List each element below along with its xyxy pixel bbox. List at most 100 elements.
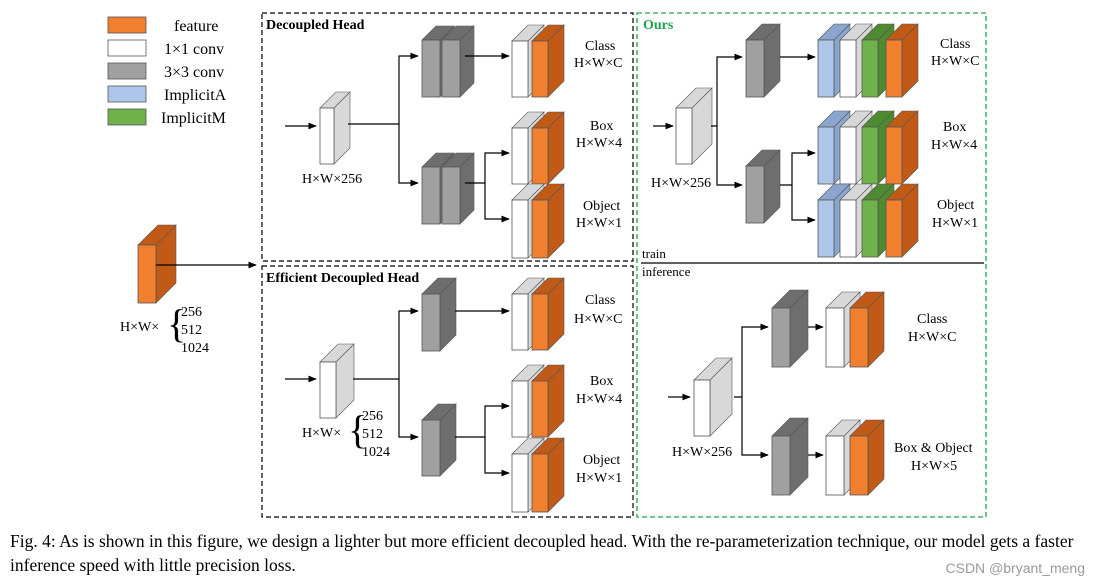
legend-label-3x3-conv: 3×3 conv xyxy=(164,64,224,81)
conv3x3-block xyxy=(771,417,809,496)
legend-label-implicitm: ImplicitM xyxy=(161,110,226,127)
conv3x3-block xyxy=(421,277,457,352)
feature-block xyxy=(531,111,565,185)
edh-out-box-shape: H×W×4 xyxy=(576,392,622,407)
ours-train-arrow-reg xyxy=(716,126,743,189)
ours-train-obj-name: Object xyxy=(937,198,974,213)
input-brace: { xyxy=(167,301,186,346)
ours-train-arrow-obj xyxy=(791,185,816,224)
legend: feature 1×1 conv 3×3 conv ImplicitA Impl… xyxy=(107,16,227,127)
feature-block xyxy=(531,437,565,513)
legend-swatch-implicitm xyxy=(107,108,147,126)
efficient-decoupled-head: H×W× { 256 512 1024 Class H×W×C Box H×W×… xyxy=(285,277,622,513)
conv3x3-block xyxy=(441,152,475,225)
figure-caption: Fig. 4: As is shown in this figure, we d… xyxy=(10,531,1074,575)
edh-size-1024: 1024 xyxy=(362,445,390,460)
dh-out-obj-name: Object xyxy=(583,199,620,214)
ours-train-dims: H×W×256 xyxy=(651,176,711,191)
dh-arrow-cls xyxy=(348,52,419,125)
conv3x3-block xyxy=(745,23,781,98)
input-size-256: 256 xyxy=(181,305,202,320)
conv1x1-block xyxy=(319,91,351,165)
ours-train-box-shape: H×W×4 xyxy=(931,138,977,153)
edh-arrow-box xyxy=(455,402,510,438)
dh-out-box-shape: H×W×4 xyxy=(576,136,622,151)
legend-swatch-1x1-conv xyxy=(107,39,147,57)
input-feature: H×W× { 256 512 1024 xyxy=(120,224,257,356)
legend-label-feature: feature xyxy=(174,18,218,35)
edh-size-512: 512 xyxy=(362,427,383,442)
legend-swatch-feature xyxy=(107,16,147,34)
ours-infer-arrow-reg xyxy=(741,397,769,459)
decoupled-head: H×W×256 Class H×W×C Box H×W×4 Object H×W… xyxy=(285,24,622,259)
ours-train-arrow-box xyxy=(780,149,816,186)
input-size-512: 512 xyxy=(181,323,202,338)
input-size-1024: 1024 xyxy=(181,341,209,356)
dh-out-class-name: Class xyxy=(585,39,615,54)
ours-title: Ours xyxy=(643,18,674,33)
feature-block xyxy=(885,183,919,258)
dh-arrow-obj xyxy=(484,183,510,223)
decoupled-head-title: Decoupled Head xyxy=(266,18,365,33)
feature-block xyxy=(849,291,885,368)
ours-infer-dims: H×W×256 xyxy=(672,445,732,460)
feature-block xyxy=(885,23,919,98)
ours-infer-class-shape: H×W×C xyxy=(908,330,956,345)
edh-arrow-reg xyxy=(398,379,419,441)
edh-out-obj-shape: H×W×1 xyxy=(576,471,622,486)
edh-out-obj-name: Object xyxy=(583,453,620,468)
ours-infer-class-name: Class xyxy=(917,312,947,327)
ours-panel xyxy=(636,12,987,518)
feature-block xyxy=(849,419,885,496)
train-label: train xyxy=(642,246,666,261)
conv1x1-block xyxy=(693,357,733,437)
inference-label: inference xyxy=(642,264,691,279)
efficient-decoupled-head-title: Efficient Decoupled Head xyxy=(266,271,419,286)
ours-train-obj-shape: H×W×1 xyxy=(932,216,978,231)
dh-arrow-reg xyxy=(398,124,419,187)
edh-brace: { xyxy=(348,407,367,452)
ours-train-arrow-cls xyxy=(711,53,743,127)
ours-train-box-name: Box xyxy=(943,120,966,135)
ours-train-class-name: Class xyxy=(940,37,970,52)
edh-arrow-obj xyxy=(484,437,510,477)
edh-dims-prefix: H×W× xyxy=(302,426,341,441)
edh-out-box-name: Box xyxy=(590,374,613,389)
csdn-watermark: CSDN @bryant_meng xyxy=(945,560,1086,576)
decoupled-head-panel xyxy=(261,12,634,262)
conv1x1-block xyxy=(675,87,713,165)
legend-swatch-3x3-conv xyxy=(107,62,147,80)
feature-block xyxy=(531,183,565,259)
edh-out-class-name: Class xyxy=(585,293,615,308)
feature-block xyxy=(531,277,565,351)
input-dims-prefix: H×W× xyxy=(120,320,159,335)
conv1x1-block xyxy=(319,343,355,419)
ours-infer-arrow-cls xyxy=(734,323,769,398)
ours-infer-boxobj-shape: H×W×5 xyxy=(911,459,957,474)
edh-out-class-shape: H×W×C xyxy=(574,312,622,327)
conv3x3-block xyxy=(421,403,457,477)
dh-dims: H×W×256 xyxy=(302,172,362,187)
feature-block xyxy=(885,110,919,185)
edh-arrow-cls xyxy=(353,307,419,380)
legend-label-implicita: ImplicitA xyxy=(164,87,227,104)
conv3x3-block xyxy=(745,149,781,224)
legend-swatch-implicita xyxy=(107,85,147,103)
edh-size-256: 256 xyxy=(362,409,383,424)
feature-block xyxy=(531,24,565,98)
dh-arrow-box xyxy=(465,149,510,184)
conv3x3-block xyxy=(771,289,809,368)
dh-out-class-shape: H×W×C xyxy=(574,56,622,71)
feature-block xyxy=(137,224,177,304)
dh-out-obj-shape: H×W×1 xyxy=(576,216,622,231)
legend-label-1x1-conv: 1×1 conv xyxy=(164,41,224,58)
efficient-decoupled-head-panel xyxy=(261,265,634,518)
ours-train-class-shape: H×W×C xyxy=(931,54,979,69)
ours-infer-boxobj-name: Box & Object xyxy=(894,441,973,456)
ours-train: H×W×256 Class H×W×C Box H×W×4 Object H×W… xyxy=(651,23,979,258)
feature-block xyxy=(531,364,565,438)
ours-inference: H×W×256 Class H×W×C Box & Object H×W×5 xyxy=(668,289,973,496)
dh-out-box-name: Box xyxy=(590,119,613,134)
conv3x3-block xyxy=(441,25,475,98)
